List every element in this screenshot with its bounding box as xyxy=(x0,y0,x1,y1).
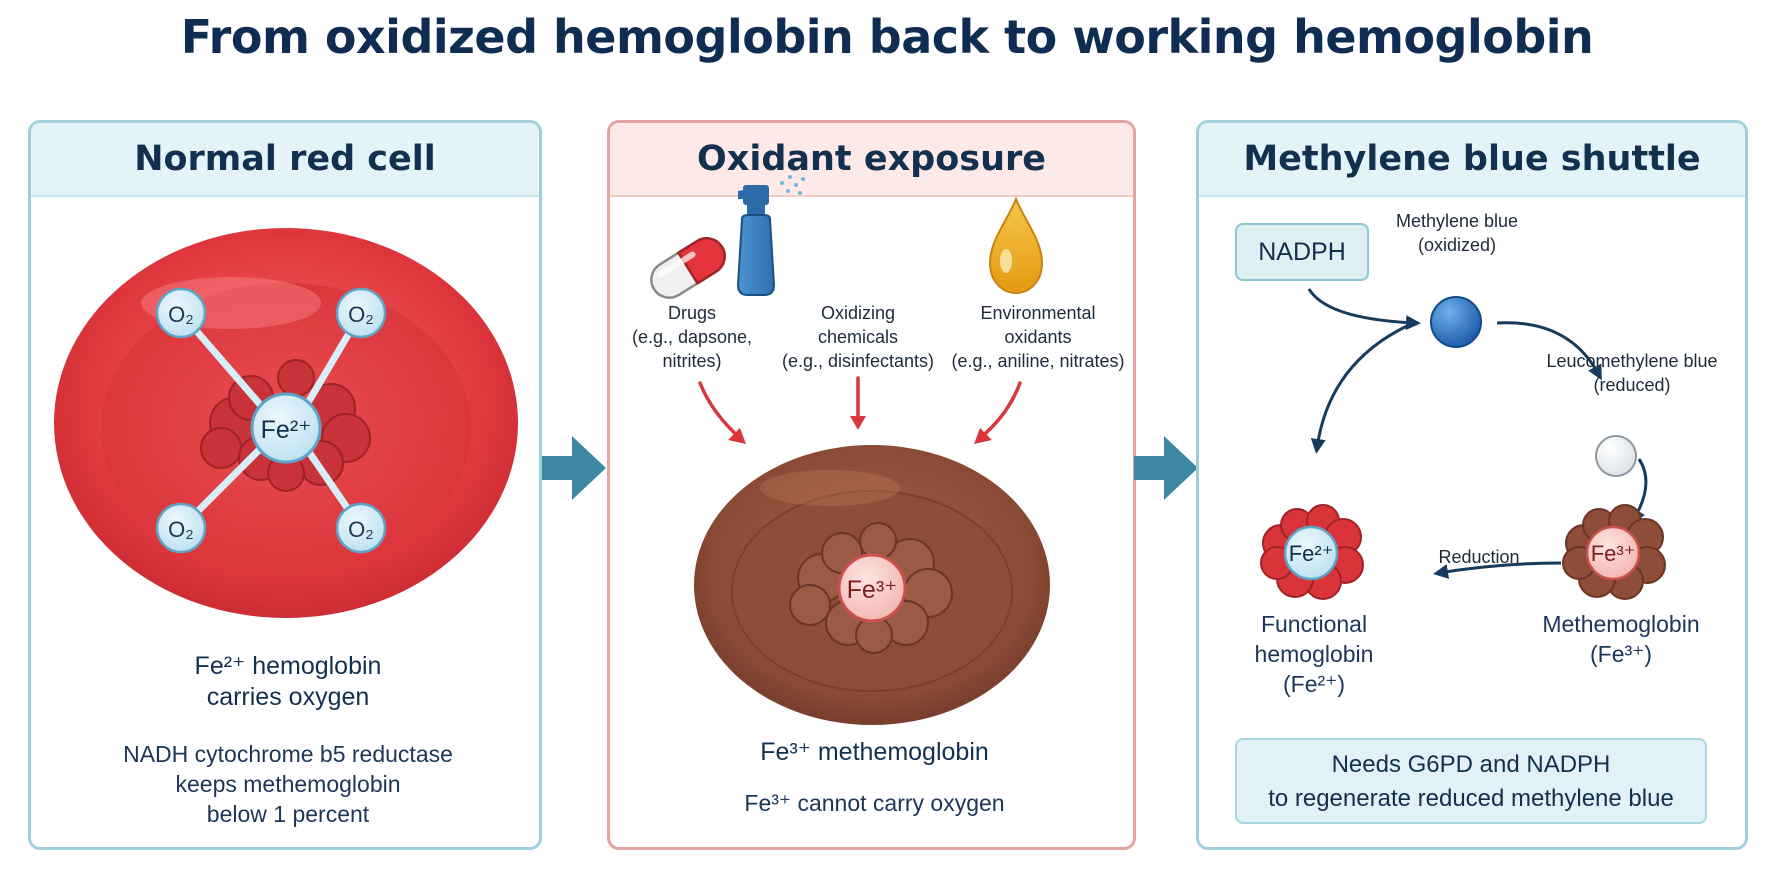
spray-bottle-icon xyxy=(736,175,805,296)
panel-oxidant-exposure: Oxidant exposure xyxy=(607,120,1136,850)
panel-methylene-blue-shuttle: Methylene blue shuttle NADPH xyxy=(1196,120,1748,850)
leucomethylene-blue-reduced-icon xyxy=(1595,435,1637,477)
panel-heading: Normal red cell xyxy=(31,123,539,197)
caption-sub: NADH cytochrome b5 reductase keeps methe… xyxy=(123,741,453,827)
oxidant-exposure-illustration: Fe³⁺ xyxy=(650,175,1050,725)
oxygen-molecule: O₂ xyxy=(155,287,207,339)
right-arrow-icon xyxy=(542,436,606,500)
methemoglobin-label: Methemoglobin (Fe³⁺) xyxy=(1542,611,1700,667)
caption-sub: Fe³⁺ cannot carry oxygen xyxy=(744,790,1005,816)
oxygen-molecule: O₂ xyxy=(155,502,207,554)
svg-text:Fe³⁺: Fe³⁺ xyxy=(847,576,898,604)
oxidant-arrows xyxy=(698,376,1022,440)
page-title: From oxidized hemoglobin back to working… xyxy=(180,10,1594,64)
right-arrow-icon xyxy=(1134,436,1198,500)
svg-text:O₂: O₂ xyxy=(168,302,194,327)
ferrous-iron-center: Fe²⁺ xyxy=(250,392,322,464)
svg-text:O₂: O₂ xyxy=(348,302,374,327)
capsule-icon xyxy=(650,237,726,299)
source-label-environmental: Environmental oxidants (e.g., aniline, n… xyxy=(951,303,1125,371)
caption-main: Fe³⁺ methemoglobin xyxy=(760,738,989,766)
oxygen-molecule: O₂ xyxy=(335,287,387,339)
svg-text:Fe²⁺: Fe²⁺ xyxy=(1289,541,1334,566)
leucomethylene-blue-label: Leucomethylene blue (reduced) xyxy=(1546,351,1718,395)
methemoglobin-iron-center: Fe³⁺ xyxy=(1585,525,1641,581)
methylene-blue-cycle-diagram: Fe²⁺ Fe³⁺ xyxy=(1260,288,1666,600)
reduction-label: Reduction xyxy=(1438,547,1520,567)
methylene-blue-oxidized-label: Methylene blue (oxidized) xyxy=(1395,211,1519,255)
svg-text:Fe³⁺: Fe³⁺ xyxy=(1591,541,1636,566)
nadph-box: NADPH xyxy=(1235,223,1369,281)
normal-red-cell-illustration: O₂ O₂ O₂ O₂ Fe²⁺ xyxy=(54,228,518,618)
svg-text:O₂: O₂ xyxy=(168,517,194,542)
panel-heading: Methylene blue shuttle xyxy=(1199,123,1745,197)
g6pd-requirement-box: Needs G6PD and NADPH to regenerate reduc… xyxy=(1235,738,1707,824)
panel-heading: Oxidant exposure xyxy=(610,123,1133,197)
functional-hemoglobin-label: Functional hemoglobin (Fe²⁺) xyxy=(1254,611,1374,697)
caption-main: Fe²⁺ hemoglobin carries oxygen xyxy=(194,652,382,711)
methylene-blue-oxidized-icon xyxy=(1430,296,1482,348)
functional-iron-center: Fe²⁺ xyxy=(1283,525,1339,581)
oxygen-molecule: O₂ xyxy=(335,502,387,554)
ferric-iron-center: Fe³⁺ xyxy=(837,553,907,623)
svg-text:O₂: O₂ xyxy=(348,517,374,542)
source-label-drugs: Drugs (e.g., dapsone, nitrites) xyxy=(631,303,753,371)
source-label-chemicals: Oxidizing chemicals (e.g., disinfectants… xyxy=(781,303,935,371)
droplet-icon xyxy=(988,196,1044,295)
oxidant-arrowheads xyxy=(728,416,992,444)
svg-text:Fe²⁺: Fe²⁺ xyxy=(261,416,312,444)
panel-normal-red-cell: Normal red cell xyxy=(28,120,542,850)
